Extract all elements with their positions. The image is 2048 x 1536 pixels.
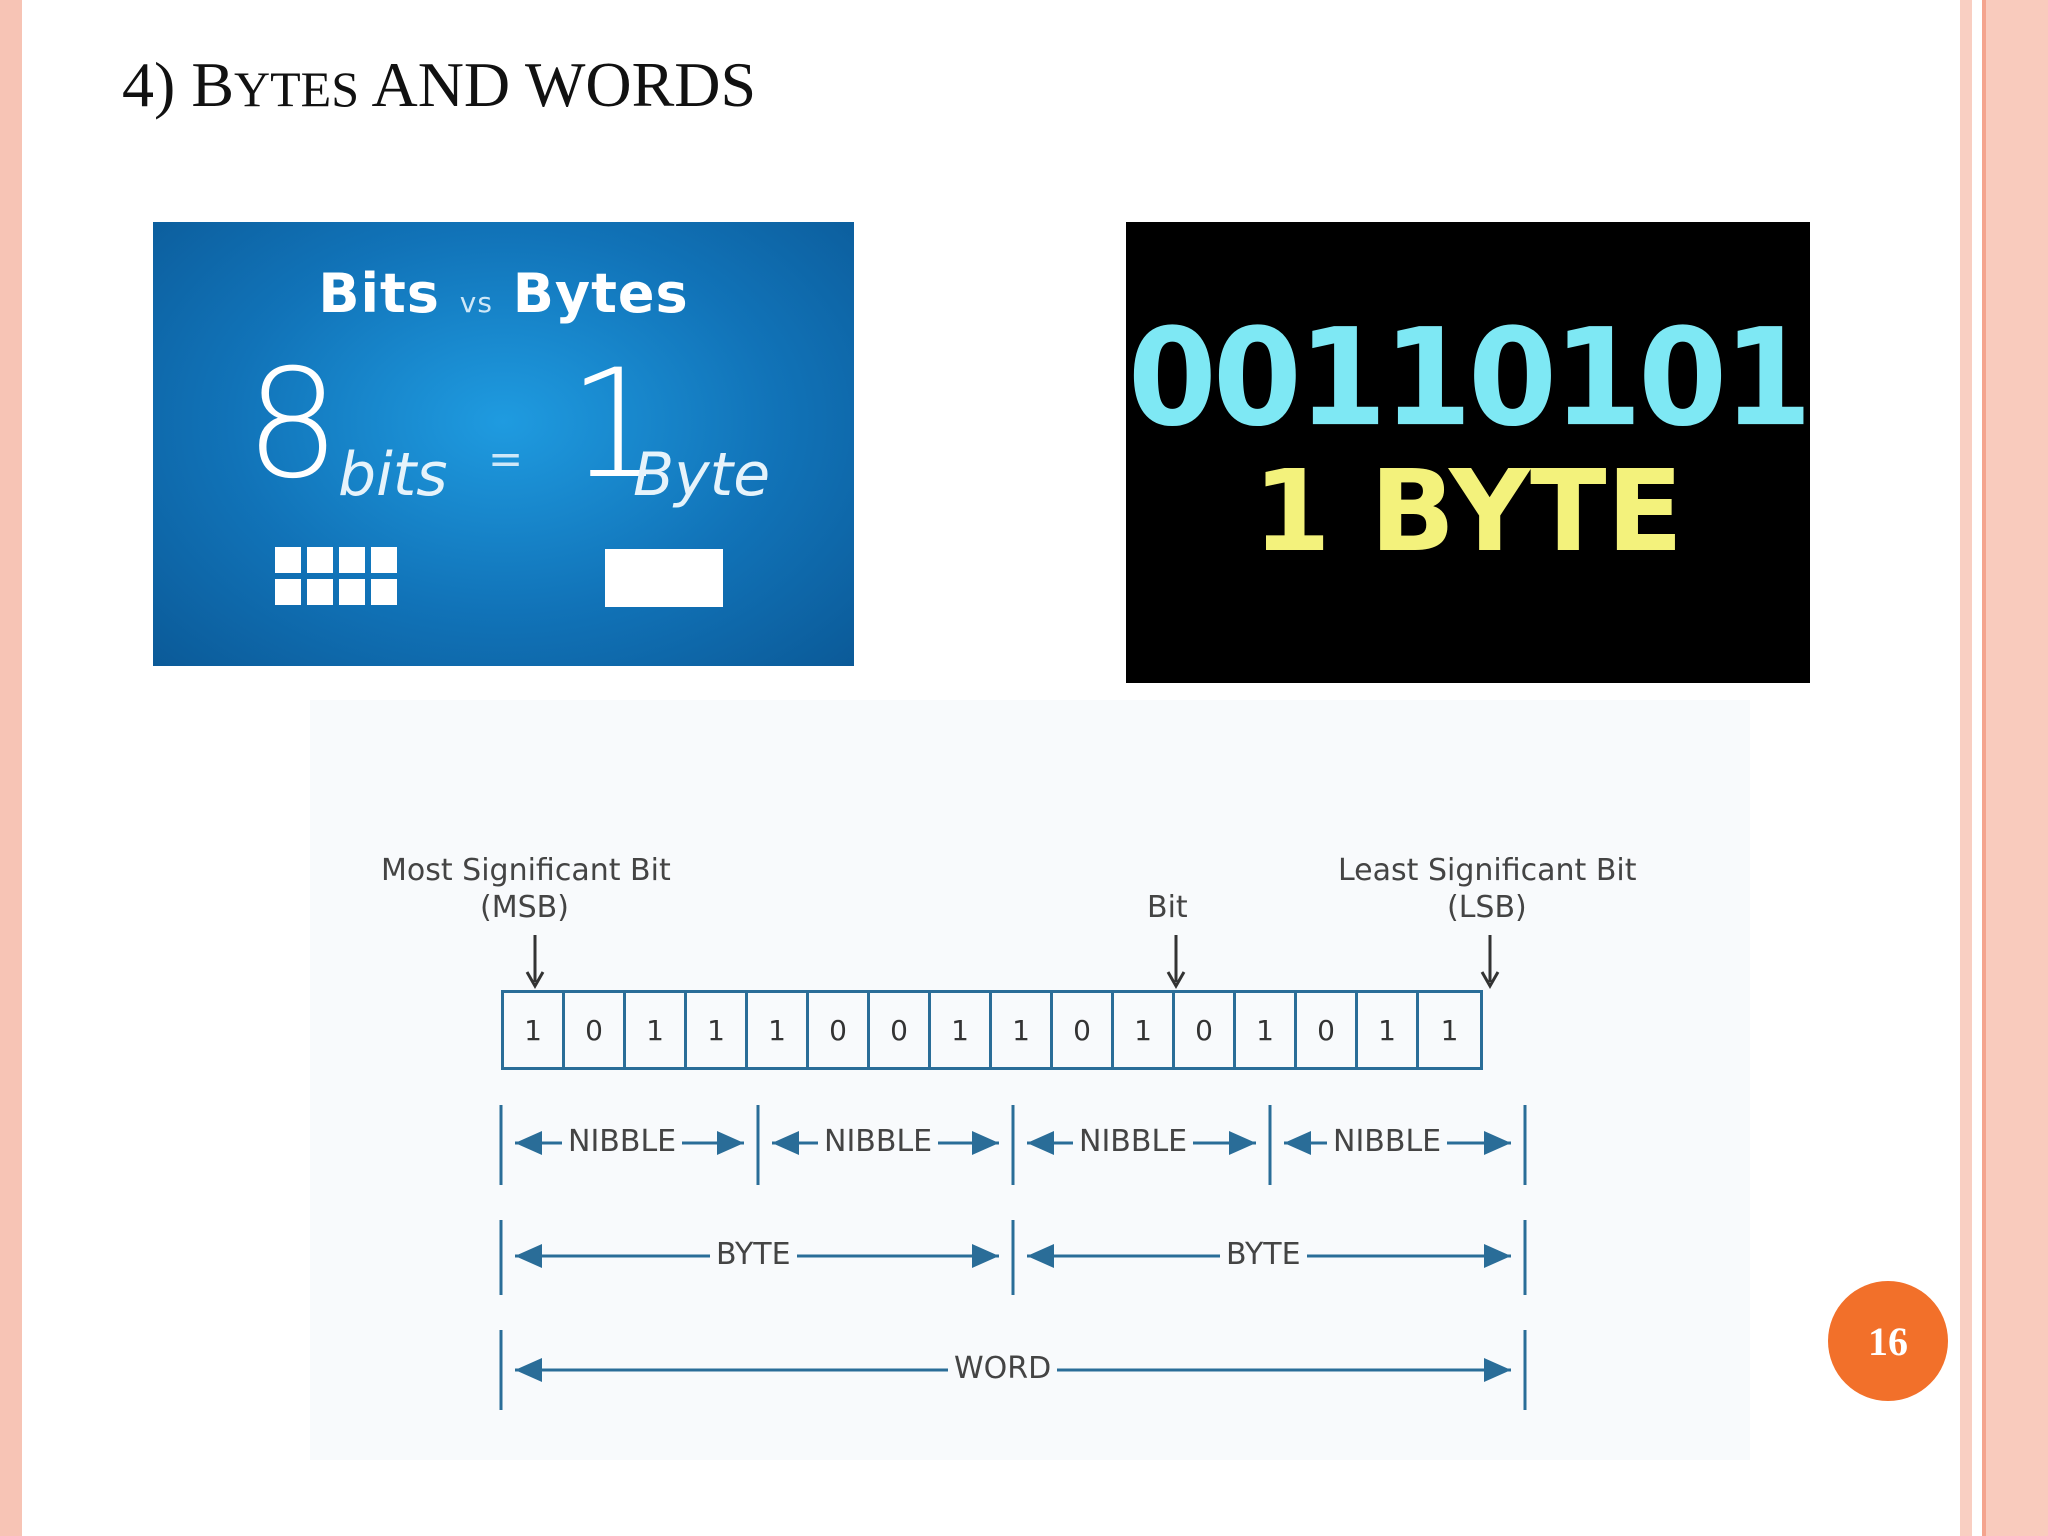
bit-square	[339, 547, 365, 573]
word-label: WORD	[948, 1351, 1058, 1386]
bit-cell: 0	[1297, 993, 1358, 1067]
slide-border-right-line	[1982, 0, 1986, 1536]
eight-bits-grid-icon	[275, 547, 397, 605]
one-byte-block-icon	[605, 549, 723, 607]
bit-square	[275, 579, 301, 605]
msb-abbr: (MSB)	[480, 890, 569, 925]
bit-cell: 0	[809, 993, 870, 1067]
bit-square	[275, 547, 301, 573]
bit-square	[307, 579, 333, 605]
bit-cell: 0	[870, 993, 931, 1067]
bit-cell: 0	[1053, 993, 1114, 1067]
one-numeral: 1	[568, 338, 664, 512]
bit-square	[339, 579, 365, 605]
vs-word: vs	[459, 286, 493, 319]
bits-vs-bytes-image: Bits vs Bytes 8 bits = 1 Byte	[153, 222, 854, 666]
bits-vs-bytes-heading: Bits vs Bytes	[153, 262, 854, 325]
bit-cell: 1	[1236, 993, 1297, 1067]
eight-numeral: 8	[245, 338, 341, 512]
bit-cell: 0	[1175, 993, 1236, 1067]
slide-border-right-band	[1986, 0, 2048, 1536]
bit-cell: 1	[687, 993, 748, 1067]
nibble-label: NIBBLE	[818, 1124, 939, 1159]
bit-square	[307, 547, 333, 573]
byte-label: BYTE	[1220, 1237, 1307, 1272]
bit-label: Bit	[1147, 890, 1188, 925]
bit-cell: 1	[504, 993, 565, 1067]
slide-border-right-gap	[1972, 0, 1982, 1536]
nibble-label: NIBBLE	[562, 1124, 683, 1159]
slide-title: 4) BYTES AND WORDS	[122, 48, 756, 122]
lsb-abbr: (LSB)	[1447, 890, 1527, 925]
bits-heading-word: Bits	[318, 262, 440, 325]
bit-cell: 1	[1114, 993, 1175, 1067]
binary-digits: 00110101	[1127, 300, 1813, 457]
bit-cell: 1	[931, 993, 992, 1067]
bit-cell: 1	[1358, 993, 1419, 1067]
byte-label: BYTE	[710, 1237, 797, 1272]
nibble-label: NIBBLE	[1327, 1124, 1448, 1159]
bit-cell: 1	[992, 993, 1053, 1067]
title-rest: AND WORDS	[359, 49, 757, 120]
equals-sign: =	[488, 434, 524, 483]
bit-cell: 1	[748, 993, 809, 1067]
nibble-label: NIBBLE	[1073, 1124, 1194, 1159]
bit-square	[371, 547, 397, 573]
slide-border-left	[0, 0, 22, 1536]
page-number-badge: 16	[1828, 1281, 1948, 1401]
slide-border-right	[1960, 0, 1972, 1536]
byte-word: Byte	[633, 440, 771, 510]
bit-arrowhead-icon	[1166, 971, 1186, 990]
title-b: B	[191, 49, 234, 120]
bit-cell: 1	[626, 993, 687, 1067]
bit-cell: 1	[1440, 1013, 1459, 1047]
one-byte-label: 1 BYTE	[1252, 447, 1684, 577]
bit-square	[371, 579, 397, 605]
bit-cell: 0	[565, 993, 626, 1067]
diagram-lines	[499, 935, 1527, 1410]
lsb-label: Least Significant Bit	[1338, 853, 1637, 888]
bytes-heading-word: Bytes	[512, 262, 689, 325]
binary-byte-image: 00110101 1 BYTE	[1126, 222, 1813, 683]
word-structure-diagram: Most Significant Bit (MSB) Bit Least Sig…	[310, 700, 1750, 1460]
lsb-arrowhead-icon	[1480, 971, 1500, 990]
title-number: 4)	[122, 49, 192, 120]
slide-border-left-inner	[22, 0, 25, 1536]
msb-arrowhead-icon	[525, 971, 545, 990]
msb-label: Most Significant Bit	[381, 853, 671, 888]
title-ytes: YTES	[234, 61, 359, 117]
bits-word: bits	[338, 440, 448, 510]
